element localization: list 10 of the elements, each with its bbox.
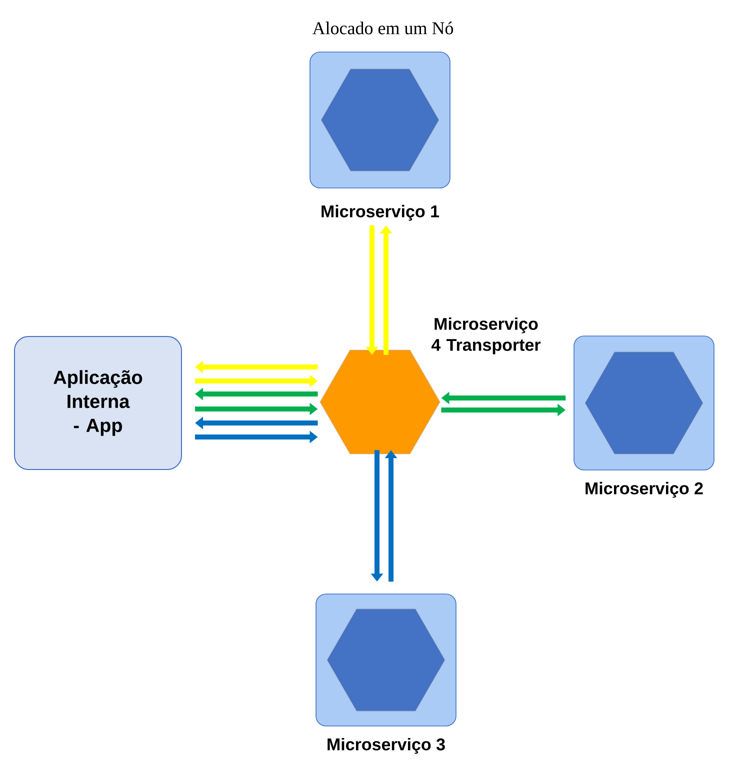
node-label: Microserviço 3 <box>328 738 445 754</box>
node-label: Microserviço 2 <box>586 482 703 498</box>
hexagon <box>584 352 704 454</box>
title: Alocado em um Nó <box>312 22 454 34</box>
hub-hexagon: Microserviço 4 Transporter <box>320 317 541 454</box>
node-label: Microserviço 1 <box>322 204 440 221</box>
hexagon <box>320 68 440 172</box>
hexagon <box>326 608 446 712</box>
application-box: Aplicação Interna - App <box>14 336 182 470</box>
node-label: Microserviço 4 Transporter <box>431 317 541 354</box>
